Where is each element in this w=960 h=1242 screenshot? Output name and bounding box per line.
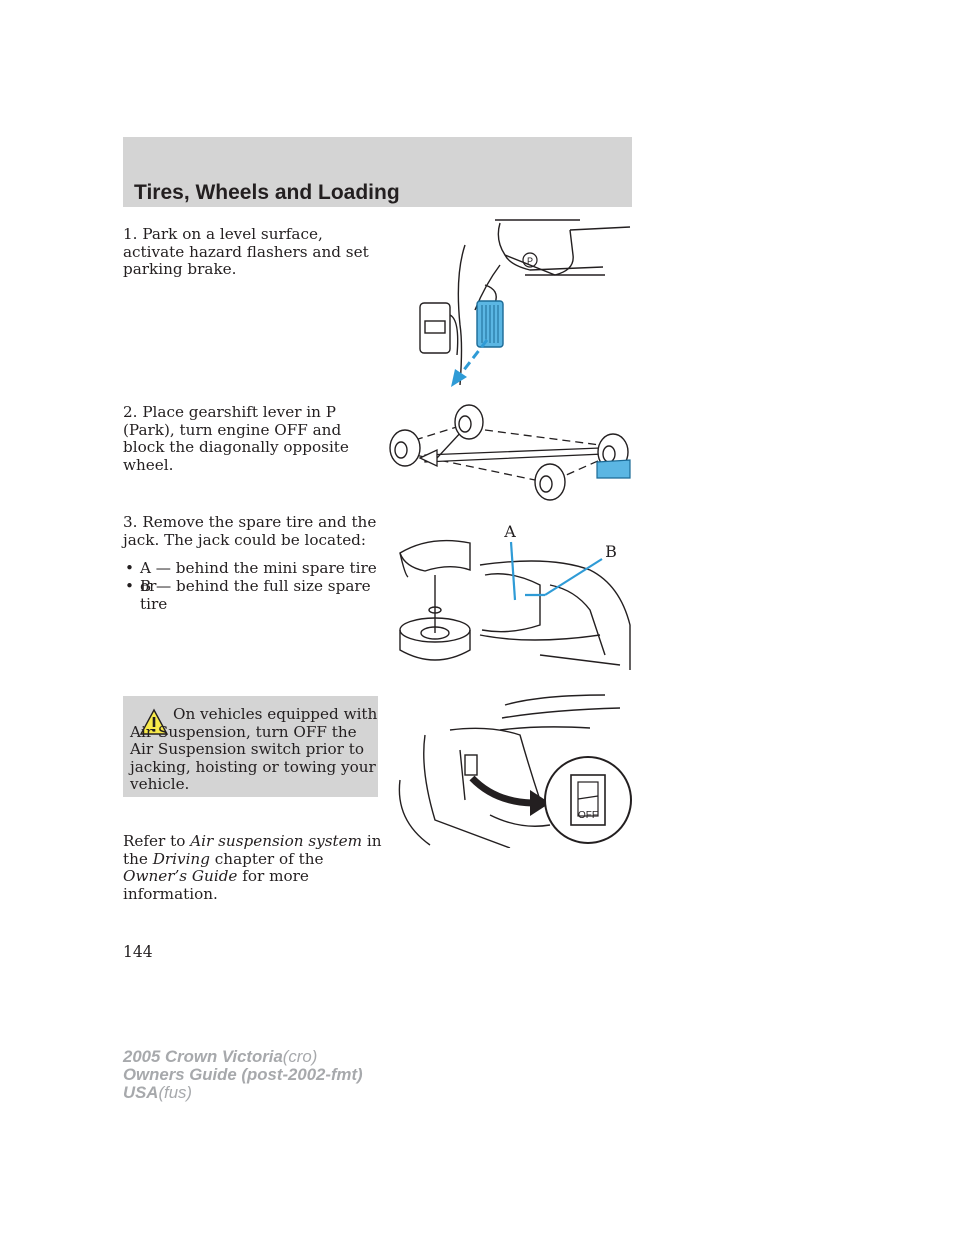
parking-brake-illustration: P xyxy=(419,219,631,387)
section-header: Tires, Wheels and Loading xyxy=(123,137,632,207)
switch-off-label: OFF xyxy=(578,810,598,821)
document-footer: 2005 Crown Victoria(cro) Owners Guide (p… xyxy=(123,1047,363,1102)
indicator-arrow xyxy=(469,775,550,816)
warning-box: On vehicles equipped with Air Suspension… xyxy=(123,696,378,797)
reference-link-air-suspension: Air suspension system xyxy=(190,832,363,850)
park-indicator: P xyxy=(522,252,538,268)
page-number: 144 xyxy=(123,943,153,961)
footer-market: USA xyxy=(123,1083,159,1102)
press-arrow xyxy=(451,339,489,387)
warning-icon xyxy=(139,708,169,735)
switch-detail-callout: OFF xyxy=(544,756,632,844)
footer-model: 2005 Crown Victoria xyxy=(123,1047,283,1066)
wheel xyxy=(389,404,629,501)
step-3-text: 3. Remove the spare tire and the jack. T… xyxy=(123,513,377,549)
bullet-symbol: • xyxy=(125,577,134,595)
label-a: A xyxy=(503,522,516,541)
wheel-block-illustration xyxy=(389,404,631,501)
reference-link-driving: Driving xyxy=(152,849,210,868)
wheel-chock xyxy=(596,459,631,479)
step-1-text: 1. Park on a level surface, activate haz… xyxy=(123,225,369,279)
spare-tire-jack-illustration: A B xyxy=(399,522,631,670)
label-b: B xyxy=(605,542,617,561)
warning-text: On vehicles equipped with Air Suspension… xyxy=(130,705,378,794)
bullet-symbol: • xyxy=(125,559,134,577)
step-2-text: 2. Place gearshift lever in P (Park), tu… xyxy=(123,403,349,474)
reference-text: Refer to Air suspension system in the Dr… xyxy=(123,832,382,903)
bullet-text-a: A — behind the mini spare tire or xyxy=(140,559,377,595)
parking-brake-pedal xyxy=(476,300,504,348)
section-title: Tires, Wheels and Loading xyxy=(134,181,400,204)
svg-text:P: P xyxy=(527,256,533,266)
footer-guide: Owners Guide (post-2002-fmt) xyxy=(123,1065,363,1084)
bullet-text-b: B — behind the full size spare tire xyxy=(140,577,371,613)
reference-link-owners-guide: Owner’s Guide xyxy=(123,867,238,886)
air-suspension-switch-illustration: OFF xyxy=(398,694,632,848)
jack-location-lines xyxy=(509,541,603,601)
